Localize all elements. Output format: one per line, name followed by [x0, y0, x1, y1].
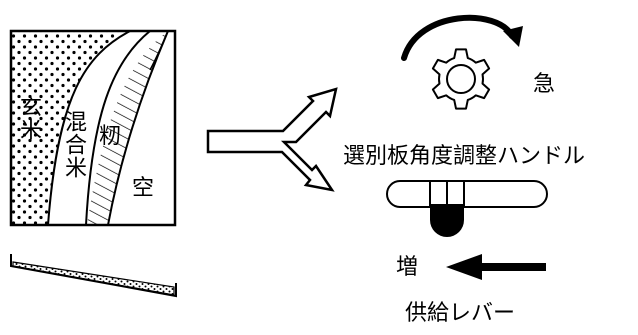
- rotation-arrow-head-icon: [503, 26, 523, 47]
- branching-arrow: [206, 87, 338, 192]
- inclined-plate-side-view: [10, 254, 177, 298]
- feed-lever-slot: [386, 180, 548, 237]
- brown-rice-region: [11, 31, 130, 225]
- brown-rice-label: 玄米: [16, 95, 41, 141]
- lever-direction-label: 増: [396, 255, 419, 280]
- brown-mixed-boundary: [47, 31, 131, 225]
- lever-name-label: 供給レバー: [405, 301, 516, 326]
- handle-name-label: 選別板角度調整ハンドル: [343, 144, 586, 169]
- mixed-paddy-boundary: [85, 31, 151, 225]
- rotation-arrow-icon: [401, 14, 515, 61]
- upper-divider: [149, 31, 169, 71]
- mixed-rice-label: 混合米: [61, 110, 86, 179]
- paddy-label: 籾: [99, 124, 122, 149]
- handle-direction-label: 急: [533, 72, 556, 97]
- lever-arrow-icon: [446, 254, 546, 280]
- separator-panel: [9, 29, 177, 227]
- panel-frame: [9, 29, 177, 227]
- handle-knob-icon: [431, 48, 491, 110]
- empty-label: 空: [132, 176, 155, 201]
